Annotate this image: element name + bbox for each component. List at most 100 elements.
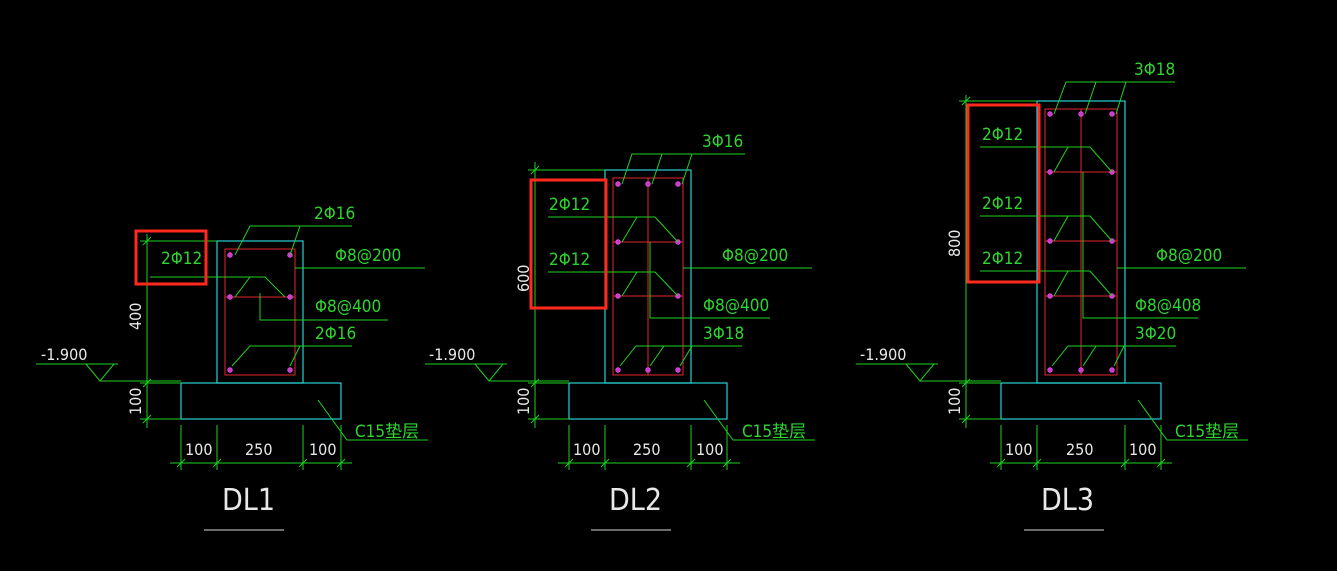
dl1-vdim-tick [142, 236, 152, 246]
section-dl2: 3Φ16 2Φ12 2Φ12 Φ8@200 Φ8@400 3Φ18 C15垫层 … [425, 132, 815, 531]
dl1-tie-leader [259, 293, 388, 321]
dl2-title: DL2 [609, 483, 662, 518]
dl3-top-leader-2 [1084, 81, 1097, 115]
dl3-top-bars-label: 3Φ18 [1134, 60, 1175, 80]
dl1-side-leader [150, 276, 286, 298]
section-dl1: 2Φ16 2Φ12 Φ8@200 Φ8@400 2Φ16 C15垫层 -1.90… [36, 204, 428, 531]
dl1-bar [287, 367, 293, 373]
dl3-side-leader-c2 [1053, 270, 1069, 297]
dl2-side-leader [548, 216, 679, 243]
dl3-bar [1047, 293, 1053, 299]
dl3-hdim-tick [996, 458, 1006, 468]
dl1-elevation-triangle [85, 363, 115, 382]
dl1-highlight-box[interactable] [134, 229, 208, 286]
dl2-elevation-label: -1.900 [429, 345, 475, 364]
dl2-top-leader-2 [651, 153, 663, 185]
dl3-bottom-leader [1051, 345, 1176, 367]
dl3-width-dim-left: 100 [1005, 440, 1032, 459]
dl1-bar [227, 252, 233, 258]
dl3-tie-leader [1082, 172, 1198, 319]
dl3-side-leader-b2 [1053, 215, 1069, 242]
dl3-cushion-label: C15垫层 [1175, 422, 1239, 442]
dl3-top-leader [1053, 81, 1175, 115]
dl3-side-bars-label-3: 2Φ12 [982, 249, 1023, 269]
dl3-cushion-leader [1137, 399, 1248, 441]
dl1-hdim-tick [212, 458, 222, 468]
dl3-width-dim-right: 100 [1129, 440, 1156, 459]
dl2-side-bars-label-2: 2Φ12 [549, 250, 590, 270]
dl2-bar [615, 181, 621, 187]
dl1-cushion-outline [180, 382, 342, 420]
dl1-cushion-dim: 100 [126, 388, 145, 415]
dl2-cushion-dim: 100 [514, 388, 533, 415]
dl3-width-dim-mid: 250 [1066, 440, 1093, 459]
dl1-side-bars-label: 2Φ12 [161, 249, 202, 269]
dl2-bottom-leader [619, 345, 742, 367]
dl3-side-leader [980, 146, 1113, 173]
dl2-elevation-triangle [474, 363, 504, 382]
dl2-side-leader-2 [621, 216, 638, 243]
dl1-tie-label: Φ8@400 [315, 297, 381, 317]
dl3-vdim-tick [961, 96, 971, 106]
dl3-vdim-tick [961, 414, 971, 424]
dl1-vdim-tick [142, 414, 152, 424]
dl3-bar [1047, 238, 1053, 244]
dl2-width-dim-mid: 250 [633, 440, 660, 459]
dl2-tie-leader [649, 242, 770, 319]
dl3-side-bars-label-1: 2Φ12 [982, 125, 1023, 145]
dl1-title: DL1 [222, 483, 275, 518]
dl3-hdim-tick [1032, 458, 1042, 468]
dl2-stirrup-label: Φ8@200 [722, 246, 788, 266]
dl2-hdim-tick [686, 458, 696, 468]
dl2-bottom-leader-3 [679, 345, 693, 367]
dl1-cushion-label: C15垫层 [355, 422, 419, 442]
dl3-bar [1109, 111, 1115, 117]
dl3-bar [1047, 169, 1053, 175]
dl1-bar [227, 367, 233, 373]
dl3-bottom-leader-3 [1113, 345, 1125, 367]
dl1-bottom-leader [231, 345, 352, 367]
dl2-highlight-box[interactable] [529, 178, 608, 310]
dl3-vdim-tick [961, 378, 971, 388]
dl2-bottom-leader-2 [649, 345, 665, 367]
dl3-elevation-label: -1.900 [860, 345, 906, 364]
dl3-side-bars-label-2: 2Φ12 [982, 194, 1023, 214]
dl1-hdim-tick [298, 458, 308, 468]
dl2-cushion-label: C15垫层 [742, 422, 806, 442]
dl2-bar [615, 239, 621, 245]
dl3-elevation-triangle [905, 363, 935, 382]
dl2-top-leader [621, 153, 745, 185]
dl1-hdim-tick [176, 458, 186, 468]
dl2-side-leader-b [548, 271, 679, 297]
dl1-width-dim-left: 100 [185, 440, 212, 459]
dl2-width-dim-right: 100 [696, 440, 723, 459]
dl3-bar [1047, 367, 1053, 373]
dl2-bar [675, 367, 681, 373]
dl3-highlight-box[interactable] [966, 103, 1041, 284]
dl2-side-leader-b2 [621, 271, 638, 297]
dl3-tie-label: Φ8@408 [1135, 296, 1201, 316]
dl1-vdim-tick [142, 378, 152, 388]
dl2-cushion-outline [568, 382, 728, 420]
dl3-top-leader-3 [1115, 81, 1127, 115]
dl2-cushion-leader [703, 399, 815, 441]
dl2-top-leader-3 [681, 153, 693, 185]
dl2-bar [645, 181, 651, 187]
dl1-hdim-tick [336, 458, 346, 468]
dl1-top-bars-label: 2Φ16 [314, 204, 355, 224]
dl3-cushion-outline [1000, 382, 1162, 420]
dl3-bar [1078, 367, 1084, 373]
dl1-top-leader [234, 225, 352, 256]
dl2-vdim-tick [530, 165, 540, 175]
dl3-bar [1109, 367, 1115, 373]
dl2-bar [615, 367, 621, 373]
dl1-width-dim-mid: 250 [245, 440, 272, 459]
dl2-side-bars-label-1: 2Φ12 [549, 195, 590, 215]
dl3-cushion-dim: 100 [945, 388, 964, 415]
dl3-hdim-tick [1120, 458, 1130, 468]
dl1-height-dim: 400 [126, 303, 145, 330]
dl2-top-bars-label: 3Φ16 [702, 132, 743, 152]
dl2-bar [615, 293, 621, 299]
dl1-bar [227, 294, 233, 300]
